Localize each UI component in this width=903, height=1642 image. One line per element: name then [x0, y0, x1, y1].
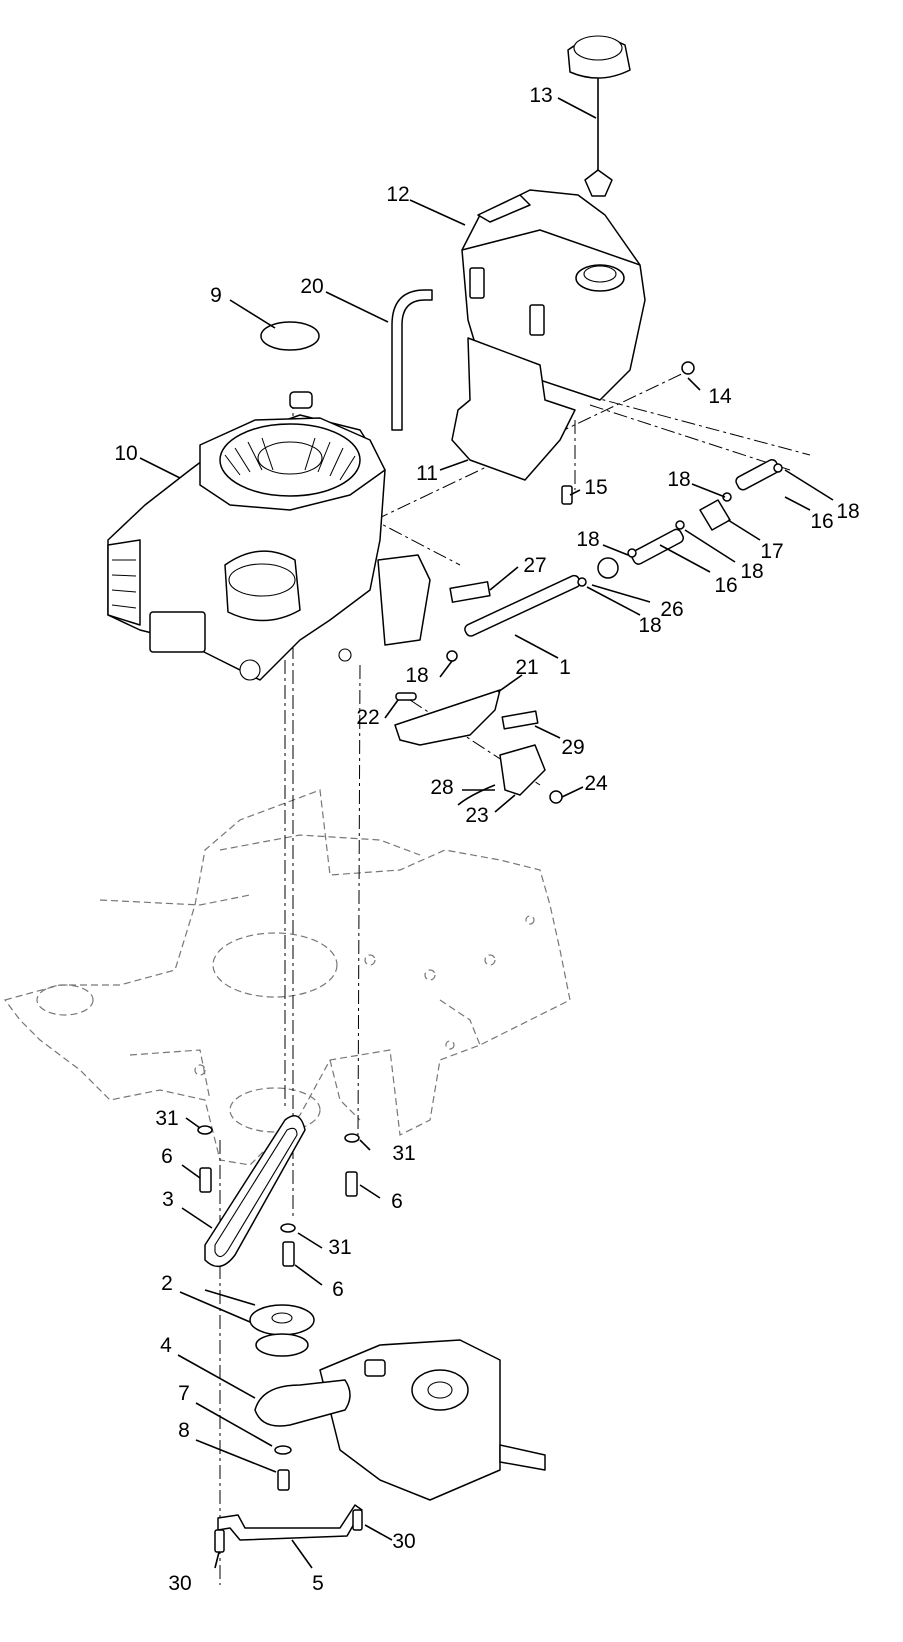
callout-13: 13	[529, 84, 552, 107]
callout-9: 9	[210, 284, 222, 307]
callout-10: 10	[114, 442, 137, 465]
engine	[107, 391, 431, 681]
callout-14: 14	[708, 385, 732, 408]
tank-bracket	[451, 337, 576, 481]
callout-17: 17	[760, 540, 783, 563]
idler-belt	[254, 1379, 351, 1427]
callout-5: 5	[312, 1572, 324, 1595]
callout-3: 3	[162, 1188, 174, 1211]
callout-20: 20	[300, 275, 323, 298]
callout-6b: 6	[391, 1190, 403, 1213]
callout-7: 7	[178, 1382, 190, 1405]
callout-16b: 16	[714, 574, 737, 597]
callout-18a: 18	[667, 468, 690, 491]
engine-fan-grille	[224, 437, 356, 481]
screw-14	[681, 361, 695, 375]
callout-27: 27	[523, 554, 546, 577]
callout-15: 15	[584, 476, 607, 499]
fuel-cap	[567, 35, 631, 197]
callout-28: 28	[430, 776, 453, 799]
callout-6c: 6	[332, 1278, 344, 1301]
transaxle	[319, 1339, 546, 1501]
callout-labels: 1 2 3 4 5 6 6 6 7 8 9 10 11 12 13 14 15 …	[114, 84, 859, 1595]
callout-18f: 18	[405, 664, 428, 687]
callout-8: 8	[178, 1419, 190, 1442]
decal-29	[501, 710, 539, 730]
screw-15	[561, 485, 573, 505]
bolt-8	[277, 1469, 290, 1491]
callout-11: 11	[416, 462, 438, 485]
callout-18d: 18	[740, 560, 763, 583]
strap-bar	[214, 1504, 363, 1553]
callout-18c: 18	[576, 528, 599, 551]
callout-21: 21	[515, 656, 538, 679]
fuel-hose	[391, 289, 433, 431]
washer-7	[274, 1445, 292, 1455]
fuel-line-parts	[446, 459, 783, 662]
callout-1: 1	[559, 656, 571, 679]
decal-27	[449, 581, 491, 603]
transmission-pulley	[204, 1289, 315, 1357]
callout-6a: 6	[161, 1145, 173, 1168]
callout-23: 23	[465, 804, 488, 827]
drive-belt	[204, 1115, 306, 1268]
callout-30a: 30	[168, 1572, 191, 1595]
callout-16a: 16	[810, 510, 833, 533]
callout-31c: 31	[328, 1236, 351, 1259]
callout-18b: 18	[836, 500, 859, 523]
callout-22: 22	[356, 706, 379, 729]
throttle-bracket	[394, 689, 563, 806]
callout-18e: 18	[638, 614, 661, 637]
callout-2: 2	[161, 1272, 173, 1295]
callout-31a: 31	[155, 1107, 178, 1130]
cover-disk	[260, 321, 320, 351]
callout-4: 4	[160, 1334, 172, 1357]
callout-29: 29	[561, 736, 584, 759]
callout-26: 26	[660, 598, 683, 621]
callout-30b: 30	[392, 1530, 415, 1553]
bolts-and-washers	[197, 1125, 360, 1267]
callout-31b: 31	[392, 1142, 415, 1165]
leader-lines	[139, 97, 834, 1569]
chassis-frame-phantom	[3, 789, 571, 1166]
callout-12: 12	[386, 183, 409, 206]
callout-24: 24	[584, 772, 608, 795]
